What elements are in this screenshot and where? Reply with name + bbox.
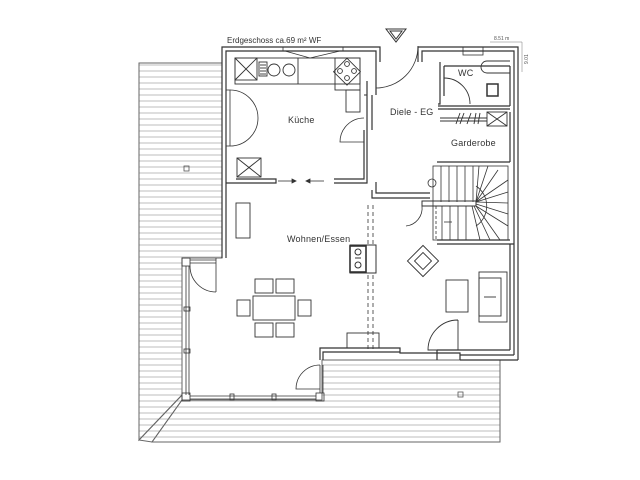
room-label-garderobe: Garderobe — [451, 138, 496, 148]
room-label-kueche: Küche — [288, 115, 315, 125]
window-wc — [462, 46, 484, 56]
armchair — [406, 244, 440, 278]
post-marker — [183, 165, 190, 172]
door-kitchen-hall — [339, 117, 365, 143]
room-label-wc: WC — [458, 68, 474, 78]
fridge — [236, 157, 262, 178]
dimension-width: 8.51 m — [494, 36, 510, 42]
sideboard — [235, 202, 251, 239]
beam-dashed — [367, 205, 374, 350]
dimension-lines — [490, 41, 523, 72]
kitchen-counter — [234, 57, 362, 113]
wardrobe — [440, 111, 508, 127]
fireplace-stove — [349, 244, 377, 274]
door-hall — [405, 205, 423, 227]
wc-fixtures — [443, 60, 510, 105]
walls — [221, 46, 519, 361]
entrance-triangle-icon — [384, 28, 408, 43]
dining-table-with-6-chairs — [236, 278, 312, 338]
floor-title: Erdgeschoss ca.69 m² WF — [227, 36, 322, 45]
door-kitchen-left — [225, 89, 259, 147]
coffee-table — [445, 279, 469, 313]
post-marker — [457, 391, 464, 398]
room-label-wohnen: Wohnen/Essen — [287, 234, 351, 244]
terrace-left — [138, 62, 223, 442]
living-furniture — [406, 244, 508, 351]
dimension-depth: 9.01 — [524, 54, 530, 64]
staircase — [421, 165, 509, 241]
entrance-door — [375, 45, 419, 89]
room-label-diele: Diele - EG — [390, 107, 434, 117]
window-kitchen-top — [282, 46, 344, 59]
counter-bottom — [346, 332, 380, 349]
pass-through-arrows — [278, 178, 324, 184]
glass-facade — [181, 257, 325, 402]
